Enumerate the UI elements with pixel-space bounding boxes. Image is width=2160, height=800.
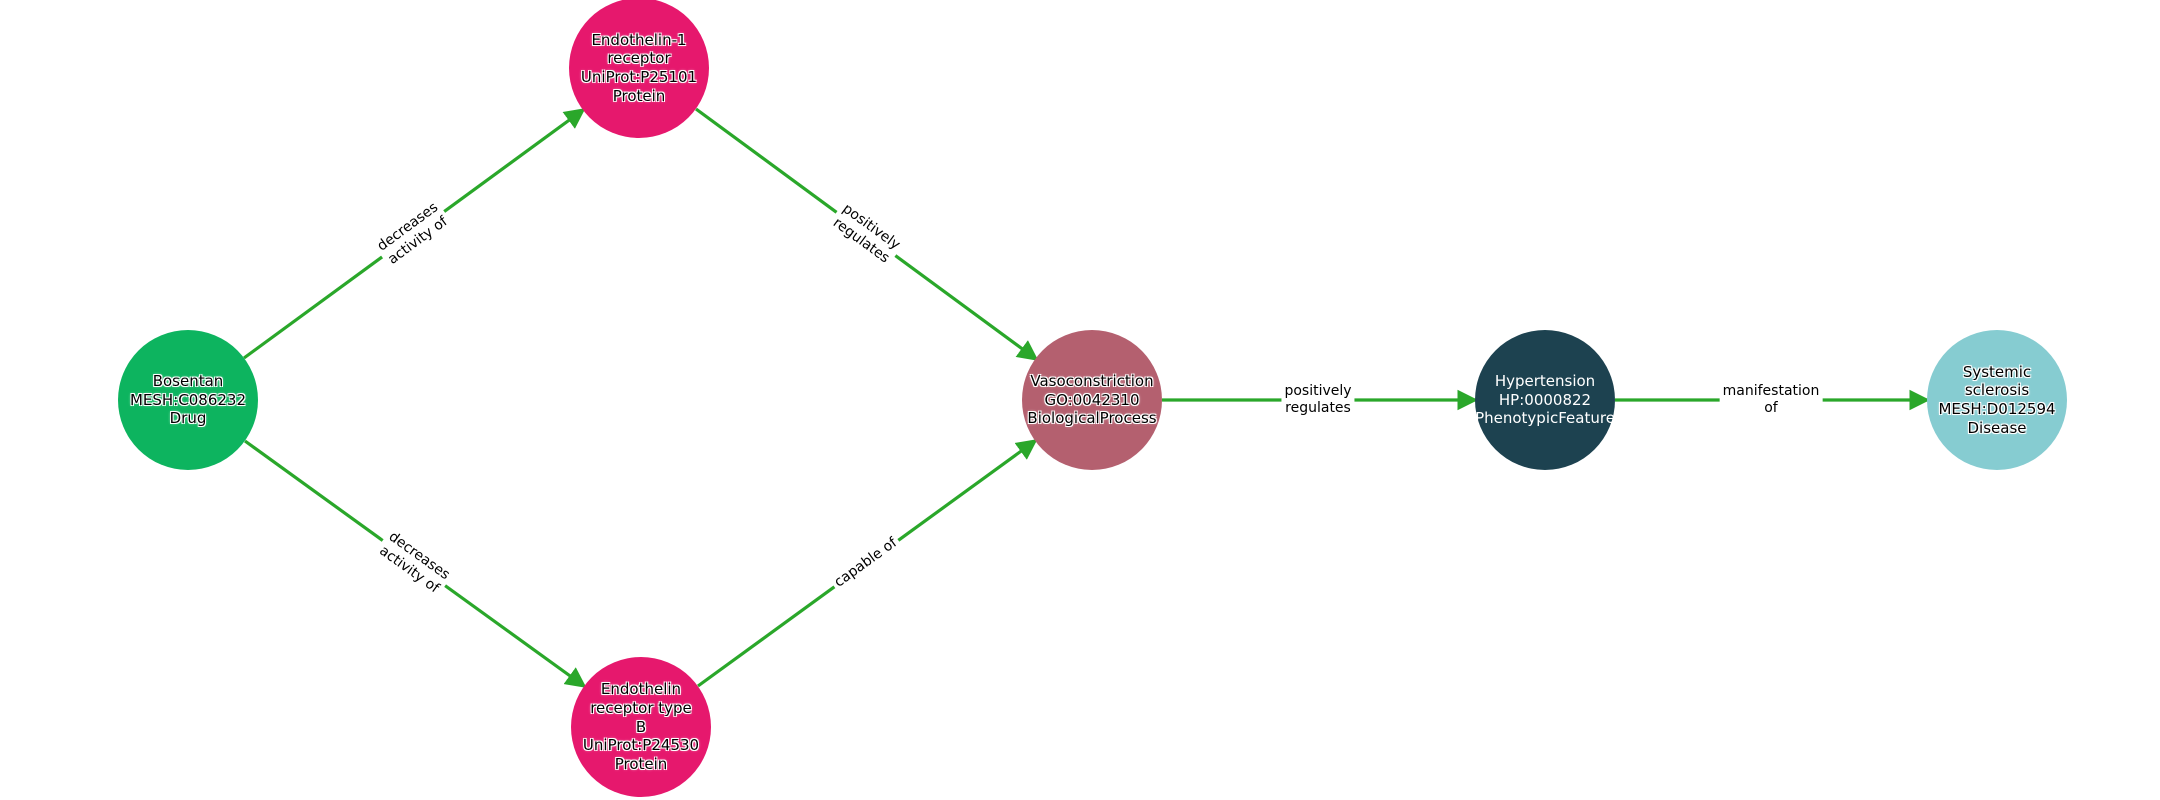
- node-systemic-sclerosis-label: Systemic sclerosis MESH:D012594 Disease: [1938, 362, 2056, 437]
- node-hypertension-label: Hypertension HP:0000822 PhenotypicFeatur…: [1475, 371, 1615, 428]
- node-vasoconstriction-label: Vasoconstriction GO:0042310 BiologicalPr…: [1027, 371, 1157, 428]
- node-endothelin-receptor-type-b: Endothelin receptor type B UniProt:P2453…: [571, 657, 711, 797]
- node-hypertension: Hypertension HP:0000822 PhenotypicFeatur…: [1475, 330, 1615, 470]
- node-bosentan: Bosentan MESH:C086232 Drug: [118, 330, 258, 470]
- edge-label-positively-regulates-horizontal: positively regulates: [1281, 382, 1355, 418]
- node-systemic-sclerosis: Systemic sclerosis MESH:D012594 Disease: [1927, 330, 2067, 470]
- node-endothelin-1-receptor-label: Endothelin-1 receptor UniProt:P25101 Pro…: [580, 30, 698, 105]
- node-vasoconstriction: Vasoconstriction GO:0042310 BiologicalPr…: [1022, 330, 1162, 470]
- node-endothelin-receptor-type-b-label: Endothelin receptor type B UniProt:P2453…: [582, 680, 700, 774]
- edge-label-manifestation-of: manifestation of: [1719, 382, 1823, 418]
- node-bosentan-label: Bosentan MESH:C086232 Drug: [129, 371, 246, 428]
- node-endothelin-1-receptor: Endothelin-1 receptor UniProt:P25101 Pro…: [569, 0, 709, 138]
